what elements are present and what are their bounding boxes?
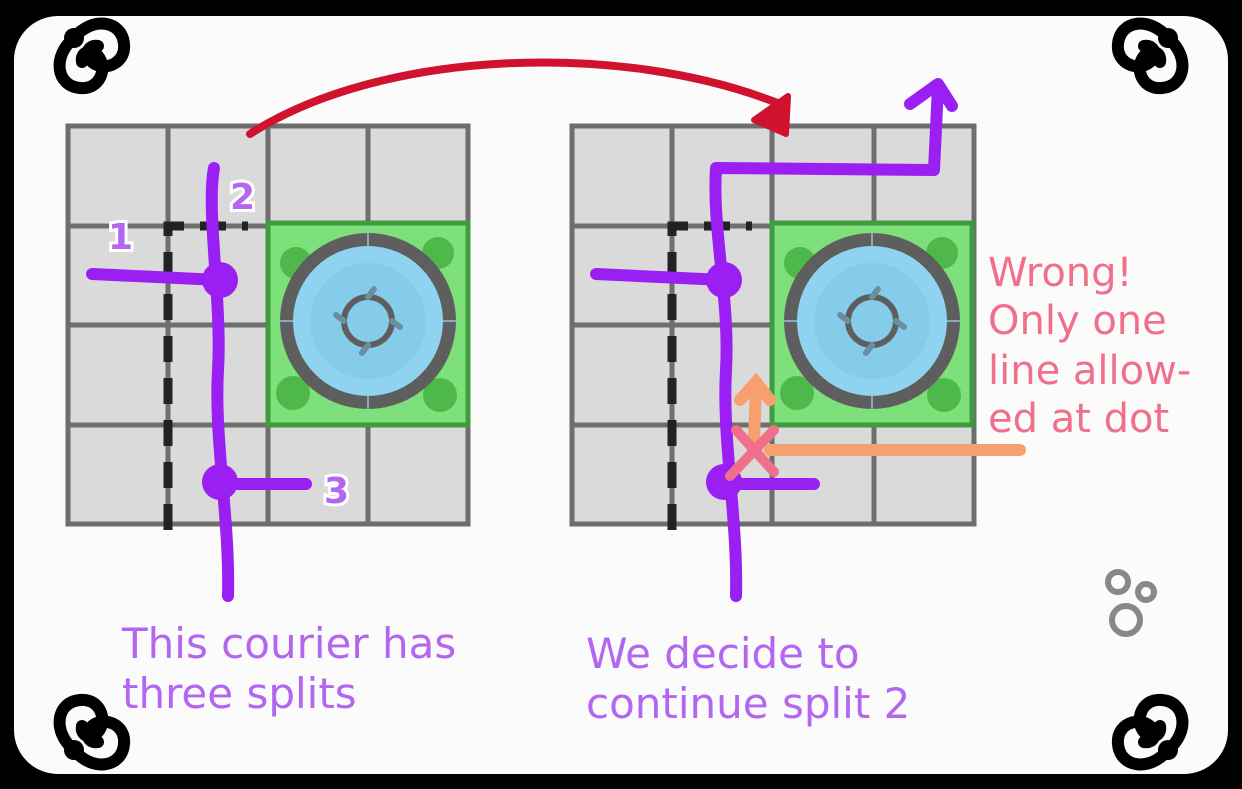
split-label-3: 3 [324,471,349,512]
right-board [569,78,1026,602]
left-board: 1 2 3 [65,123,468,602]
right-caption-line-1: We decide to [586,629,860,678]
warning-line-1: Wrong! [988,250,1133,296]
warning-line-3: line allow- [988,348,1191,394]
right-caption-line-2: continue split 2 [586,679,910,728]
warning-line-2: Only one [988,298,1167,344]
dashed-route [667,221,752,530]
fountain-park-icon [772,223,972,425]
split-dot [202,262,238,298]
split-label-1: 1 [108,217,133,258]
left-caption-line-1: This courier has [121,619,456,668]
arrow-head [751,93,791,137]
split-dot [706,262,742,298]
curved-arrow-icon [246,58,784,138]
bubbles-icon [1105,569,1157,637]
x-mark-icon [725,425,779,481]
split-label-2: 2 [230,177,255,218]
fountain-park-icon [268,223,468,425]
invalid-branch [734,372,1026,456]
split-dot [202,464,238,500]
dashed-route [163,221,248,530]
left-caption-line-2: three splits [122,669,357,718]
warning-line-4: ed at dot [988,396,1169,442]
